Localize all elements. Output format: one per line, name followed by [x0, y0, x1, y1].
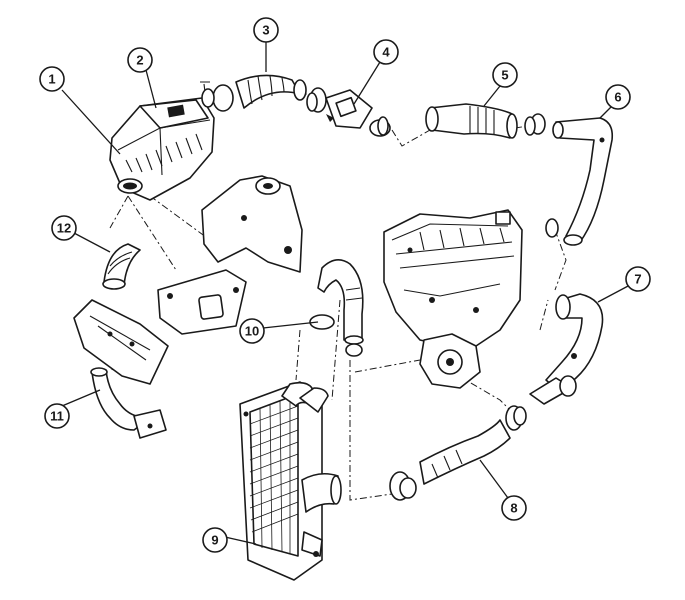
intercooler: [239, 381, 342, 581]
engine-block: [383, 209, 523, 389]
callout-12-label: 12: [57, 221, 71, 236]
air-cleaner-housing: [109, 81, 215, 201]
hose-clips: [201, 88, 536, 499]
callout-1: 1: [39, 66, 65, 92]
callout-3-label: 3: [262, 23, 269, 38]
airflow-meter: [309, 87, 391, 137]
callout-10: 10: [239, 318, 265, 344]
turbo-outlet-pipe-7: [529, 293, 604, 405]
callout-3: 3: [253, 17, 279, 43]
callout-2-label: 2: [136, 53, 143, 68]
callout-5-label: 5: [501, 68, 508, 83]
callout-11: 11: [44, 403, 70, 429]
callout-7: 7: [625, 266, 651, 292]
intercooler-hose-10: [309, 259, 364, 357]
callout-5: 5: [492, 62, 518, 88]
leader-lines: [61, 40, 631, 545]
callout-9-label: 9: [211, 533, 218, 548]
callout-12: 12: [51, 215, 77, 241]
callout-8-label: 8: [510, 501, 517, 516]
connecting-hose-5: [425, 103, 546, 139]
callout-10-label: 10: [245, 324, 259, 339]
callout-2: 2: [127, 47, 153, 73]
intake-hose-3: [212, 74, 307, 112]
resonator-shield: [201, 175, 303, 273]
lower-duct-bracket: [73, 299, 169, 439]
callout-7-label: 7: [634, 272, 641, 287]
callout-11-label: 11: [50, 409, 64, 424]
callout-6-label: 6: [614, 90, 621, 105]
callout-8: 8: [501, 495, 527, 521]
callout-6: 6: [605, 84, 631, 110]
callout-1-label: 1: [48, 72, 55, 87]
short-intake-pipe: [102, 243, 141, 290]
callout-4-label: 4: [382, 45, 390, 60]
mounting-bracket: [157, 269, 247, 335]
callout-9: 9: [202, 527, 228, 553]
bent-pipe-6: [545, 117, 614, 246]
callout-4: 4: [373, 39, 399, 65]
